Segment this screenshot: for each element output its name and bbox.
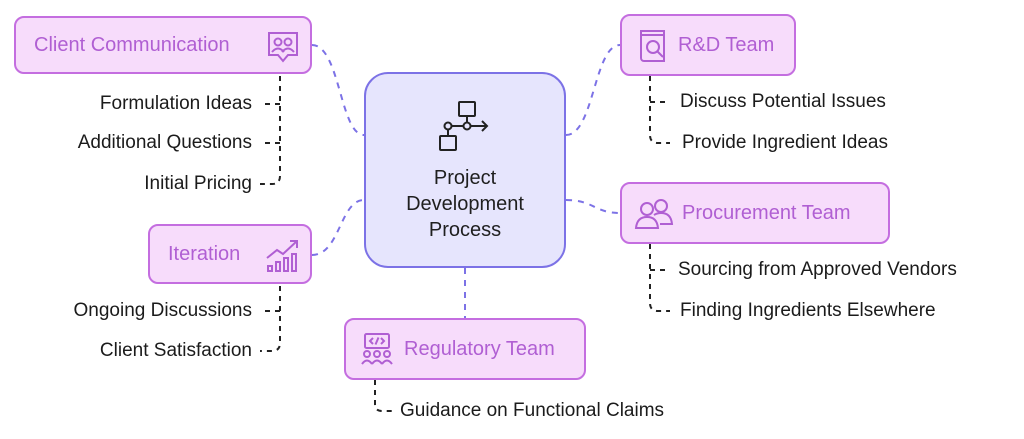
leaf-initial-pricing: Initial Pricing [144, 173, 252, 194]
leaf-ongoing-discussions: Ongoing Discussions [73, 300, 252, 321]
leaf-guidance-functional-claims: Guidance on Functional Claims [400, 400, 665, 421]
growth-chart-icon [264, 236, 302, 274]
book-search-icon [636, 28, 670, 64]
node-iteration: Iteration [148, 224, 312, 284]
leaf-formulation-ideas: Formulation Ideas [99, 93, 252, 114]
node-regulatory-team: Regulatory Team [344, 318, 586, 380]
connector-procurement [565, 199, 621, 214]
node-label: Procurement Team [682, 201, 851, 224]
node-client-communication: Client Communication [14, 16, 312, 74]
node-procurement-team: Procurement Team [620, 182, 890, 244]
leaf-sourcing-approved-vendors: Sourcing from Approved Vendors [678, 259, 957, 280]
leaf-additional-questions: Additional Questions [77, 132, 252, 153]
leaf-line-client [260, 76, 281, 185]
center-node: Project Development Process [364, 72, 566, 268]
center-label: Project Development Process [406, 167, 524, 241]
connector-client [311, 44, 365, 136]
leaf-line-regulatory [374, 380, 392, 412]
team-icon [634, 196, 674, 232]
node-label: R&D Team [678, 33, 775, 56]
leaf-discuss-potential-issues: Discuss Potential Issues [680, 91, 886, 112]
connector-rnd [565, 44, 621, 136]
node-label: Iteration [168, 242, 241, 265]
node-label: Client Communication [34, 33, 230, 56]
code-team-icon [360, 332, 394, 368]
user-group-chat-icon [266, 30, 300, 64]
node-label: Regulatory Team [404, 337, 555, 360]
leaf-finding-ingredients-elsewhere: Finding Ingredients Elsewhere [680, 300, 936, 321]
connector-iteration [311, 199, 365, 256]
node-rnd-team: R&D Team [620, 14, 796, 76]
leaf-line-procurement [649, 244, 670, 312]
leaf-line-iteration [260, 286, 281, 352]
flowchart-icon [437, 100, 493, 159]
leaf-line-rnd [649, 76, 670, 144]
leaf-client-satisfaction: Client Satisfaction [99, 340, 252, 361]
leaf-provide-ingredient-ideas: Provide Ingredient Ideas [682, 132, 888, 153]
